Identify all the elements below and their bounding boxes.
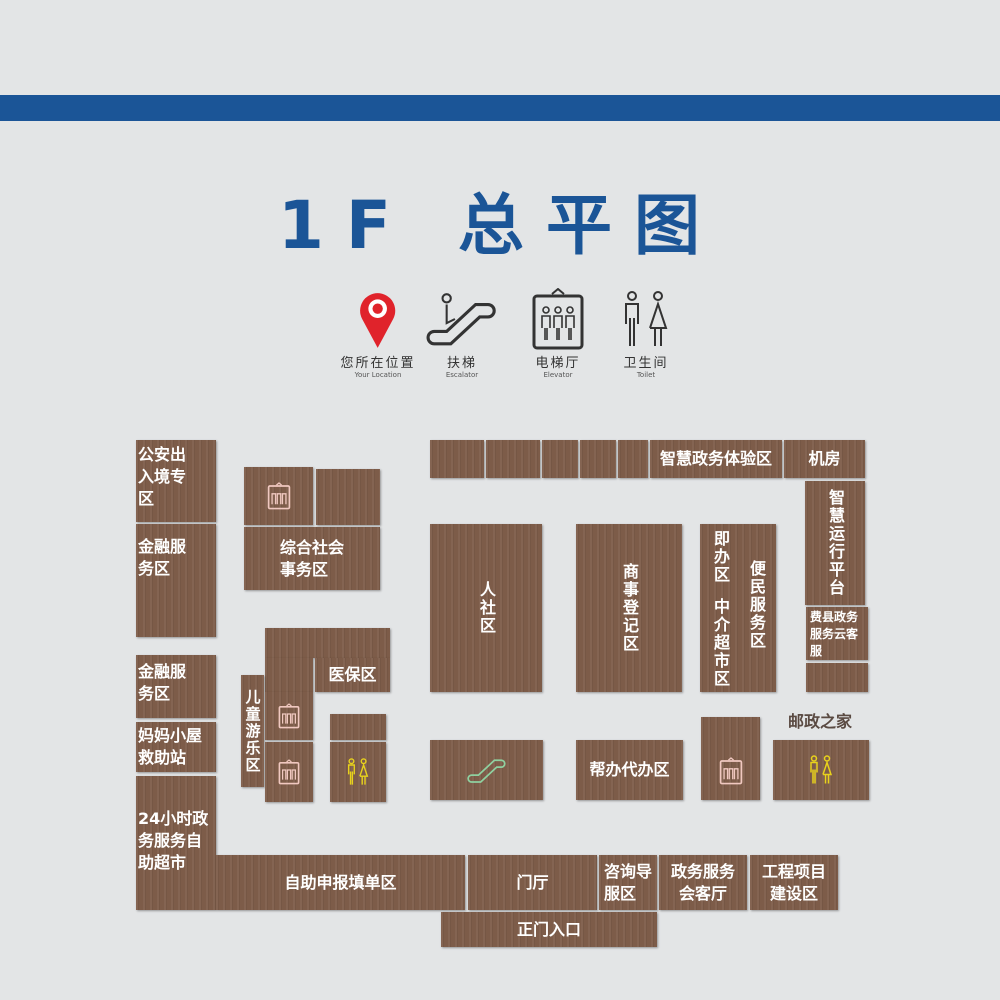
area-block bbox=[542, 440, 578, 478]
area-hall[interactable]: 门厅 bbox=[468, 855, 597, 910]
area-medical-insurance[interactable]: 医保区 bbox=[315, 658, 390, 692]
post-office-label: 邮政之家 bbox=[788, 712, 853, 731]
area-smart-operations[interactable]: 智慧运行平台 bbox=[805, 481, 865, 605]
area-hr-social[interactable]: 人社区 bbox=[430, 524, 542, 692]
area-exit-entry[interactable]: 公安出 入境专 区 bbox=[136, 440, 216, 522]
area-block bbox=[430, 440, 484, 478]
toilet-icon bbox=[347, 758, 369, 785]
area-machine-room[interactable]: 机房 bbox=[784, 440, 865, 478]
area-assist-service[interactable]: 帮办代办区 bbox=[576, 740, 683, 800]
area-business-registration[interactable]: 商事登记区 bbox=[576, 524, 682, 692]
main-entrance[interactable]: 正门入口 bbox=[441, 912, 657, 947]
area-reception[interactable]: 政务服务 会客厅 bbox=[659, 855, 747, 910]
area-finance-1[interactable]: 金融服 务区 bbox=[136, 524, 216, 637]
area-engineering[interactable]: 工程项目 建设区 bbox=[750, 855, 838, 910]
escalator-icon bbox=[426, 293, 496, 346]
area-self-service-market[interactable]: 24小时政 务服务自 助超市 bbox=[136, 776, 216, 910]
area-cloud-service[interactable]: 费县政务 服务云客 服 bbox=[806, 607, 868, 660]
area-mom-house[interactable]: 妈妈小屋 救助站 bbox=[136, 722, 216, 772]
area-block bbox=[580, 440, 616, 478]
elevator-block bbox=[701, 717, 760, 800]
elevator-icon bbox=[267, 482, 290, 510]
area-block bbox=[330, 714, 386, 740]
toilet-block bbox=[773, 740, 869, 800]
elevator-icon bbox=[719, 757, 742, 785]
escalator-block bbox=[430, 740, 543, 800]
toilet-icon bbox=[625, 291, 668, 346]
escalator-icon bbox=[466, 759, 505, 783]
elevator-icon bbox=[278, 703, 300, 729]
area-kids-play[interactable]: 儿童游乐区 bbox=[241, 675, 264, 787]
area-block bbox=[806, 663, 868, 692]
area-smart-experience[interactable]: 智慧政务体验区 bbox=[650, 440, 782, 478]
toilet-icon bbox=[810, 755, 833, 784]
elevator-block bbox=[244, 467, 313, 525]
area-block bbox=[265, 628, 390, 658]
toilet-block bbox=[330, 742, 386, 802]
area-block bbox=[265, 658, 313, 692]
header-bar bbox=[0, 95, 1000, 121]
elevator-block bbox=[265, 692, 313, 740]
elevator-icon bbox=[278, 759, 300, 785]
elevator-block bbox=[265, 742, 313, 802]
elevator-icon bbox=[532, 288, 584, 350]
page-title: 1F 总平图 bbox=[278, 187, 722, 264]
area-block bbox=[486, 440, 540, 478]
area-social-affairs[interactable]: 综合社会 事务区 bbox=[244, 527, 380, 590]
area-block bbox=[316, 469, 380, 525]
area-block bbox=[618, 440, 648, 478]
area-finance-2[interactable]: 金融服 务区 bbox=[136, 655, 216, 718]
area-instant-agency-convenience[interactable]: 即办区 中介超市区 便民服务区 bbox=[700, 524, 776, 692]
area-self-fill[interactable]: 自助申报填单区 bbox=[216, 855, 465, 910]
area-consult[interactable]: 咨询导 服区 bbox=[599, 855, 657, 910]
location-pin-icon bbox=[360, 293, 396, 348]
